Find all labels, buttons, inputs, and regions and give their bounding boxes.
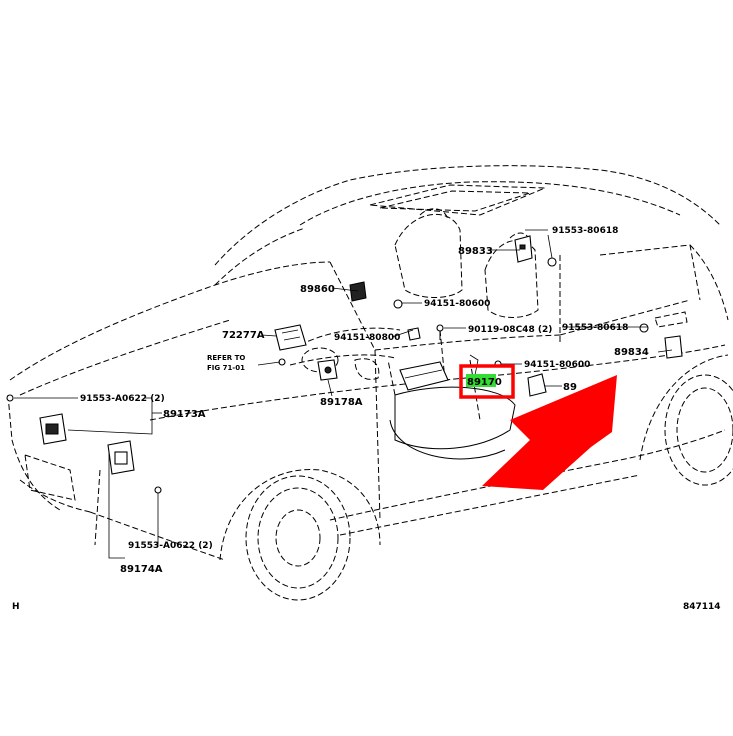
label-94151-80800: 94151-80800 (334, 333, 400, 343)
label-89178a: 89178A (320, 397, 363, 408)
bolt-90119-part (436, 324, 444, 340)
nut-94151-80800-part (407, 327, 421, 341)
refer-to-line2: FIG 71-01 (207, 364, 245, 372)
label-89170[interactable]: 89170 (467, 377, 502, 388)
highlight-box-89170 (459, 364, 515, 399)
label-91553-80618-right: 91553-80618 (562, 323, 628, 333)
sensor-89833-part (514, 235, 557, 267)
corner-code-left: H (12, 602, 20, 612)
car-body-outline (7, 165, 733, 601)
label-89834: 89834 (614, 347, 649, 358)
sensor-89860-part (349, 281, 403, 309)
sensor-89173a-part (6, 394, 67, 445)
label-91553-a0622-a: 91553-A0622 (2) (80, 394, 165, 404)
corner-code-right: 847114 (683, 602, 721, 612)
refer-to-line1: REFER TO (207, 354, 245, 362)
label-94151-80600-b: 94151-80600 (524, 360, 590, 370)
label-89174a: 89174A (120, 564, 163, 575)
label-91553-80618-top: 91553-80618 (552, 226, 618, 236)
leader-lines (14, 229, 673, 559)
label-94151-80600-a: 94151-80600 (424, 299, 490, 309)
label-89860: 89860 (300, 284, 335, 295)
airbag-ecu-89170-part (399, 361, 449, 391)
seats-outline (387, 208, 539, 460)
sensor-89834-part (639, 323, 683, 359)
label-90119-08c48: 90119-08C48 (2) (468, 325, 552, 335)
label-89833: 89833 (458, 246, 493, 257)
label-91553-a0622-b: 91553-A0622 (2) (128, 541, 213, 551)
sensor-89-partial-part (527, 373, 547, 397)
sensor-89174a-part (107, 440, 162, 494)
highlight-fill-89170 (466, 374, 496, 387)
label-89-partial: 89 (563, 382, 577, 393)
label-89173a: 89173A (163, 409, 206, 420)
label-72277a: 72277A (222, 330, 265, 341)
bracket-72277a-part (274, 324, 307, 366)
sensor-89178a-part (317, 359, 338, 381)
part-number-labels: 91553-80618 89833 89860 94151-80600 7227… (12, 226, 721, 612)
red-pointer-arrow (482, 375, 617, 490)
